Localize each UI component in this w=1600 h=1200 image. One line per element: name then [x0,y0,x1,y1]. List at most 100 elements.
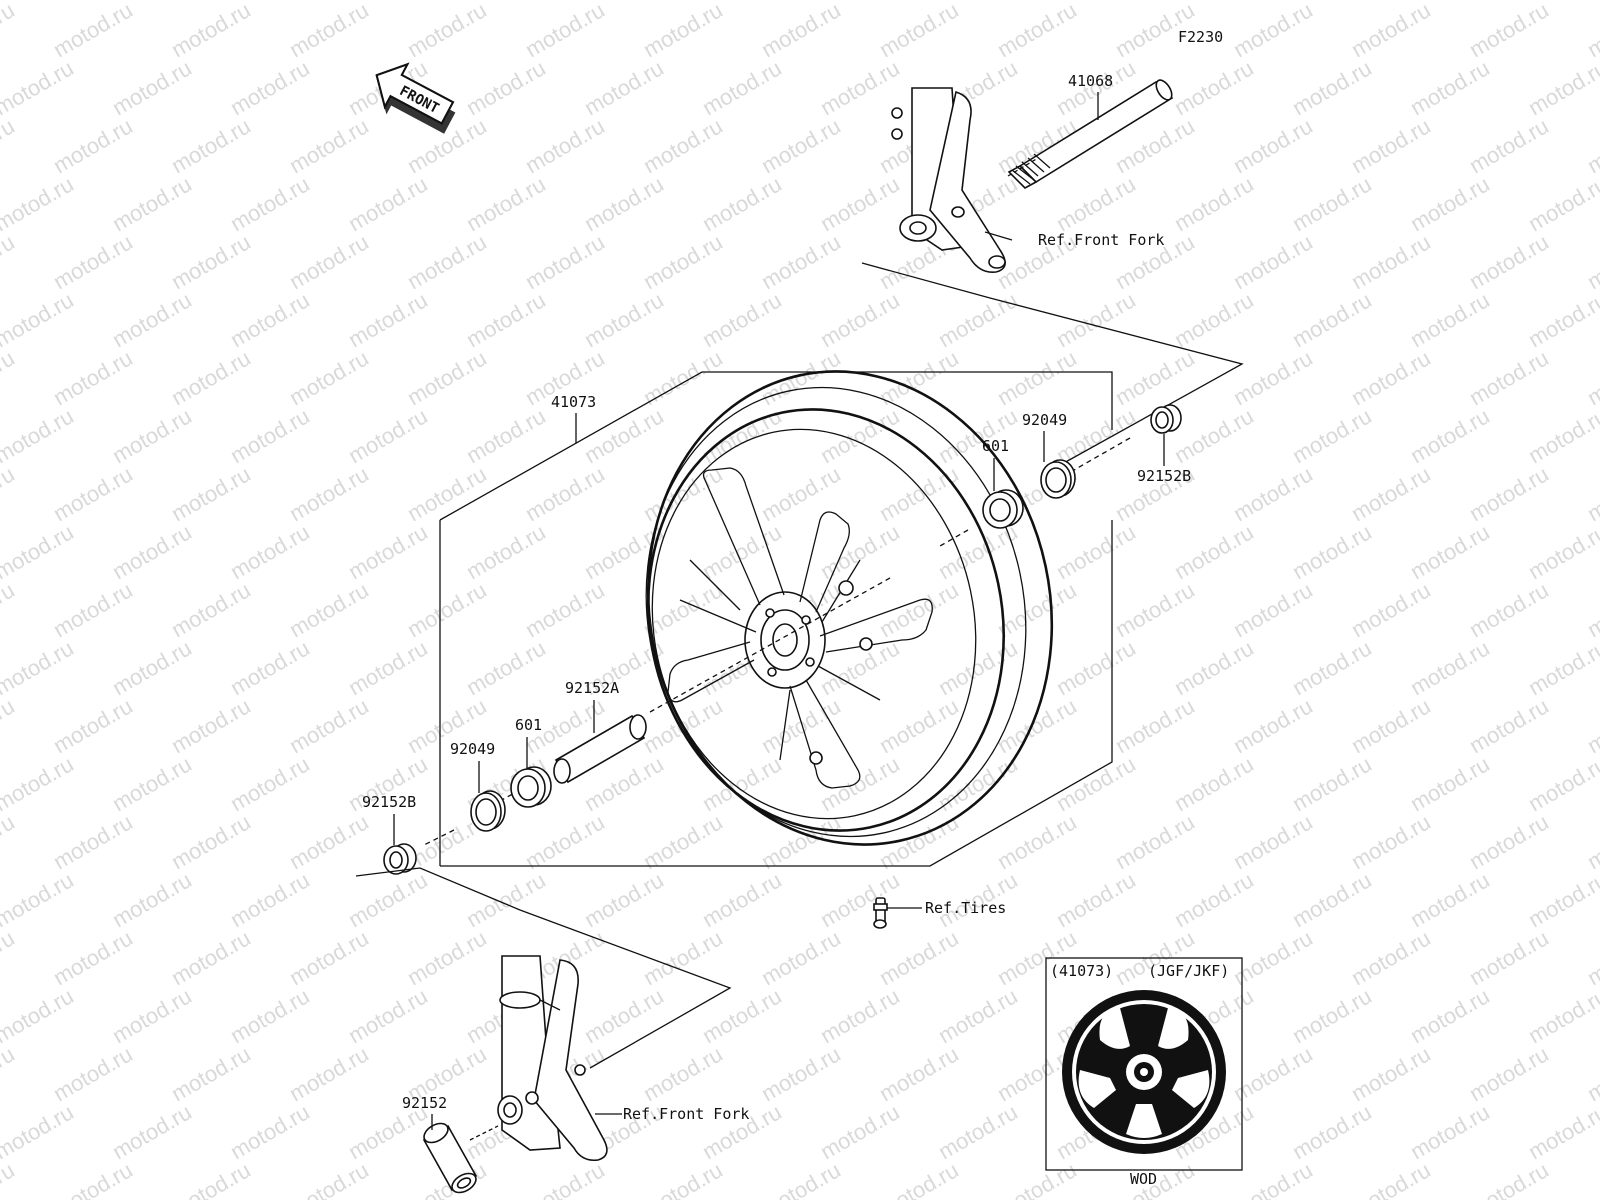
watermark-text: motod.ru [1052,867,1140,932]
watermark-text: motod.ru [816,867,904,932]
watermark-text: motod.ru [285,809,373,874]
watermark-text: motod.ru [285,461,373,526]
watermark-text: motod.ru [49,1157,137,1200]
watermark-text: motod.ru [108,983,196,1048]
watermark-text: motod.ru [1288,983,1376,1048]
callout-92049-right: 92049 [1022,411,1067,429]
watermark-text: motod.ru [934,287,1022,352]
watermark-text: motod.ru [0,1099,78,1164]
watermark-text: motod.ru [403,0,491,62]
watermark-text: motod.ru [462,867,550,932]
watermark-text: motod.ru [1583,925,1600,990]
watermark-text: motod.ru [226,403,314,468]
watermark-text: motod.ru [875,345,963,410]
watermark-text: motod.ru [0,693,19,758]
watermark-text: motod.ru [49,577,137,642]
watermark-text: motod.ru [757,1157,845,1200]
watermark-text: motod.ru [226,983,314,1048]
watermark-text: motod.ru [757,925,845,990]
watermark-text: motod.ru [49,0,137,62]
watermark-text: motod.ru [0,809,19,874]
watermark-text: motod.ru [993,0,1081,62]
watermark-text: motod.ru [816,287,904,352]
watermark-text: motod.ru [698,751,786,816]
watermark-text: motod.ru [698,867,786,932]
watermark-text: motod.ru [1583,1041,1600,1106]
watermark-text: motod.ru [580,403,668,468]
ref-front-fork-bottom: Ref.Front Fork [623,1105,749,1123]
watermark-text: motod.ru [1052,287,1140,352]
watermark-text: motod.ru [0,287,78,352]
watermark-text: motod.ru [285,345,373,410]
watermark-text: motod.ru [757,1041,845,1106]
watermark-text: motod.ru [167,113,255,178]
watermark-text: motod.ru [285,693,373,758]
watermark-text: motod.ru [1170,403,1258,468]
callout-92152a: 92152A [565,679,619,697]
watermark-text: motod.ru [1111,345,1199,410]
watermark-text: motod.ru [757,113,845,178]
watermark-text: motod.ru [1229,229,1317,294]
watermark-text: motod.ru [1524,55,1600,120]
watermark-text: motod.ru [580,171,668,236]
callout-92152: 92152 [402,1094,447,1112]
watermark-text: motod.ru [1170,519,1258,584]
watermark-text: motod.ru [1347,229,1435,294]
watermark-text: motod.ru [521,1157,609,1200]
collar-92152b-right-icon [1150,404,1182,434]
watermark-text: motod.ru [285,113,373,178]
oil-seal-92049-right-icon [1040,459,1076,499]
inset-models: (JGF/JKF) [1148,962,1229,980]
watermark-text: motod.ru [1465,113,1553,178]
watermark-text: motod.ru [344,635,432,700]
watermark-text: motod.ru [0,925,19,990]
front-fork-bottom-icon [497,955,608,1162]
watermark-text: motod.ru [462,55,550,120]
inset-frame [1045,957,1243,1171]
watermark-text: motod.ru [403,577,491,642]
watermark-text: motod.ru [1583,577,1600,642]
watermark-text: motod.ru [226,519,314,584]
watermark-text: motod.ru [816,751,904,816]
watermark-text: motod.ru [1524,635,1600,700]
watermark-text: motod.ru [934,983,1022,1048]
watermark-text: motod.ru [1406,635,1494,700]
watermark-text: motod.ru [462,519,550,584]
watermark-text: motod.ru [1465,925,1553,990]
watermark-text: motod.ru [108,519,196,584]
watermark-text: motod.ru [1465,229,1553,294]
watermark-text: motod.ru [1111,577,1199,642]
watermark-text: motod.ru [403,925,491,990]
watermark-text: motod.ru [1583,1157,1600,1200]
watermark-text: motod.ru [1406,403,1494,468]
watermark-text: motod.ru [1288,55,1376,120]
ref-tires: Ref.Tires [925,899,1006,917]
watermark-text: motod.ru [1347,461,1435,526]
ref-front-fork-top: Ref.Front Fork [1038,231,1164,249]
watermark-text: motod.ru [49,345,137,410]
watermark-text: motod.ru [1288,635,1376,700]
watermark-text: motod.ru [49,461,137,526]
watermark-text: motod.ru [698,287,786,352]
watermark-text: motod.ru [1583,809,1600,874]
watermark-text: motod.ru [0,1041,19,1106]
watermark-text: motod.ru [1465,693,1553,758]
watermark-text: motod.ru [1229,693,1317,758]
watermark-text: motod.ru [1583,0,1600,62]
watermark-text: motod.ru [0,519,78,584]
watermark-text: motod.ru [1288,171,1376,236]
watermark-text: motod.ru [1583,229,1600,294]
watermark-text: motod.ru [698,403,786,468]
spacer-92152a-icon [553,714,647,784]
collar-92152-bottom-icon [422,1122,478,1194]
watermark-text: motod.ru [1229,345,1317,410]
watermark-text: motod.ru [521,0,609,62]
watermark-text: motod.ru [1347,693,1435,758]
watermark-text: motod.ru [1170,867,1258,932]
watermark-text: motod.ru [993,1157,1081,1200]
watermark-text: motod.ru [875,925,963,990]
watermark-text: motod.ru [167,809,255,874]
watermark-text: motod.ru [1229,0,1317,62]
watermark-text: motod.ru [816,171,904,236]
watermark-text: motod.ru [108,287,196,352]
